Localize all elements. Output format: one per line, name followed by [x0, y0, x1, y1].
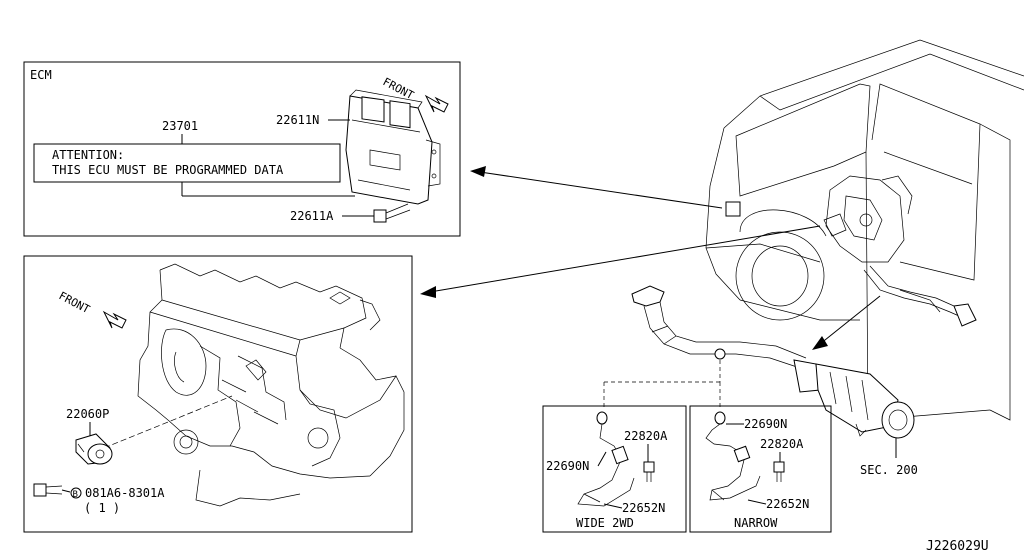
narrow-panel: NARROW 22690N 22820A 22652N: [689, 405, 832, 533]
narrow-panel-frame: [689, 405, 832, 533]
engine-bolt-leader: [61, 489, 71, 493]
engine-front-arrow-icon: [102, 310, 127, 329]
ecm-unit-drawing: [345, 89, 441, 205]
exhaust-flange: [631, 285, 665, 307]
narrow-panel-caption: NARROW: [734, 516, 778, 530]
attention-line1: ATTENTION:: [52, 148, 124, 162]
arrow-to-ecm: [479, 171, 723, 209]
engine-panel-frame: [23, 255, 413, 533]
knock-sensor-leader: [103, 395, 233, 449]
catalyst-body: [815, 363, 899, 433]
connector-part-number: 22611N: [276, 113, 319, 127]
wide-bracket-leader: [603, 503, 623, 509]
arrow-to-engine: [429, 225, 821, 293]
narrow-bolt-part-number: 22820A: [760, 437, 804, 451]
ecm-part-number: 23701: [162, 119, 198, 133]
engine-block-drawing: [137, 263, 405, 507]
attention-box: [33, 143, 341, 183]
bolt-drawing: [373, 203, 411, 223]
pointer-arrows: [420, 166, 881, 350]
engine-bolt-drawing: [33, 483, 63, 497]
exhaust-drawing: [631, 285, 915, 458]
ecm-panel-title: ECM: [30, 68, 52, 82]
catalyst-outlet: [881, 401, 915, 439]
vehicle-door-handle: [725, 201, 741, 217]
bolt-ref-qty: ( 1 ): [84, 501, 120, 515]
wide-panel-frame: [542, 405, 687, 533]
vehicle-drawing: [705, 39, 1024, 421]
vehicle-engine-in-bay: [823, 175, 913, 263]
arrow-to-engine-head: [420, 286, 436, 298]
wide-sensor-leader: [597, 451, 607, 467]
arrow-to-ecm-head: [470, 166, 486, 177]
ecm-panel: ECM ATTENTION: THIS ECU MUST BE PROGRAMM…: [23, 61, 461, 237]
wide-bracket-part-number: 22652N: [622, 501, 665, 515]
section-reference: SEC. 200: [860, 463, 918, 477]
wide-panel-caption: WIDE 2WD: [576, 516, 634, 530]
bolt-ref-code: 081A6-8301A: [85, 486, 165, 500]
narrow-bracket-part-number: 22652N: [766, 497, 809, 511]
wide-sensor-part-number: 22690N: [546, 459, 589, 473]
ecm-front-label: FRONT: [381, 75, 417, 102]
knock-sensor-part-number: 22060P: [66, 407, 109, 421]
bolt-ref-circle: [70, 487, 82, 499]
engine-panel: FRONT: [23, 255, 413, 533]
ecm-front-arrow-icon: [424, 94, 449, 113]
diagram-code: J226029U: [926, 539, 989, 554]
bolt-ref-circle-letter: B: [73, 490, 78, 500]
knock-sensor-drawing: [75, 433, 113, 465]
ecm-panel-frame: [23, 61, 461, 237]
engine-front-label: FRONT: [57, 289, 93, 316]
wide-sensor-drawing: [577, 411, 655, 507]
bolt-part-number: 22611A: [290, 209, 334, 223]
narrow-bracket-leader: [747, 499, 767, 505]
attention-line2: THIS ECU MUST BE PROGRAMMED DATA: [52, 163, 284, 177]
subpanel-connector: [603, 360, 721, 408]
narrow-sensor-part-number: 22690N: [744, 417, 787, 431]
arrow-to-exhaust-head: [812, 336, 828, 350]
wide-bolt-part-number: 22820A: [624, 429, 668, 443]
wide-2wd-panel: WIDE 2WD 22690N 22820A 22652N: [542, 405, 687, 533]
arrow-to-exhaust: [819, 295, 881, 345]
narrow-sensor-drawing: [705, 411, 785, 501]
exhaust-sensor-boss: [714, 348, 726, 360]
